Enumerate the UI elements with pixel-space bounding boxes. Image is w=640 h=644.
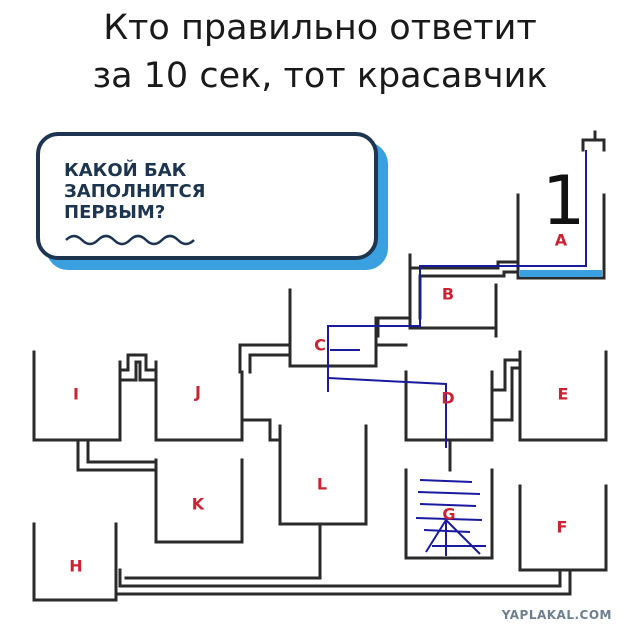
meme-caption: Кто правильно ответит за 10 сек, тот кра… <box>0 4 640 100</box>
tank-a <box>516 193 606 280</box>
tank-label-l: L <box>316 474 328 494</box>
tank-label-a: A <box>554 230 568 250</box>
tank-label-g: G <box>442 504 456 524</box>
question-card <box>36 132 378 260</box>
tank-label-b: B <box>441 284 455 304</box>
tank-k <box>154 458 244 544</box>
pipe-i-j <box>118 353 158 372</box>
question-line-2: ЗАПОЛНИТСЯ <box>64 181 206 202</box>
pipe-j-l <box>240 418 282 442</box>
tank-c <box>288 288 378 368</box>
pipe-d-e <box>490 358 522 392</box>
tank-label-i: I <box>73 384 79 404</box>
watermark: YAPLAKAL.COM <box>501 608 612 622</box>
tank-e <box>518 350 608 442</box>
tank-g <box>404 468 494 560</box>
tank-label-k: K <box>191 494 205 514</box>
tank-label-c: C <box>314 335 326 355</box>
tank-j <box>154 360 244 442</box>
question-line-3: ПЕРВЫМ? <box>64 202 166 223</box>
water-a <box>520 270 602 277</box>
pipe-i-k <box>76 438 158 472</box>
faucet-icon <box>581 130 606 152</box>
pipe-a-b <box>408 260 520 320</box>
tank-h <box>32 522 118 602</box>
wave-icon <box>65 234 195 246</box>
question-line-1: КАКОЙ БАК <box>64 160 187 181</box>
pipe-b-c <box>376 316 412 338</box>
caption-line-1: Кто правильно ответит <box>103 8 537 48</box>
question-text: КАКОЙ БАК ЗАПОЛНИТСЯ ПЕРВЫМ? <box>64 160 206 223</box>
tank-label-e: E <box>557 384 569 404</box>
pipe-c-j <box>238 343 292 374</box>
tank-l <box>278 424 368 526</box>
pipe-l-h <box>124 522 322 580</box>
tank-label-j: J <box>195 382 201 402</box>
pipe-f-h <box>118 568 562 588</box>
annotation-number: 1 <box>542 162 586 241</box>
tank-label-f: F <box>556 517 568 537</box>
tank-label-h: H <box>69 556 83 576</box>
tank-f <box>518 484 608 572</box>
annotation-flow-line <box>327 150 587 392</box>
tank-label-d: D <box>441 388 455 408</box>
caption-line-2: за 10 сек, тот красавчик <box>92 56 548 96</box>
